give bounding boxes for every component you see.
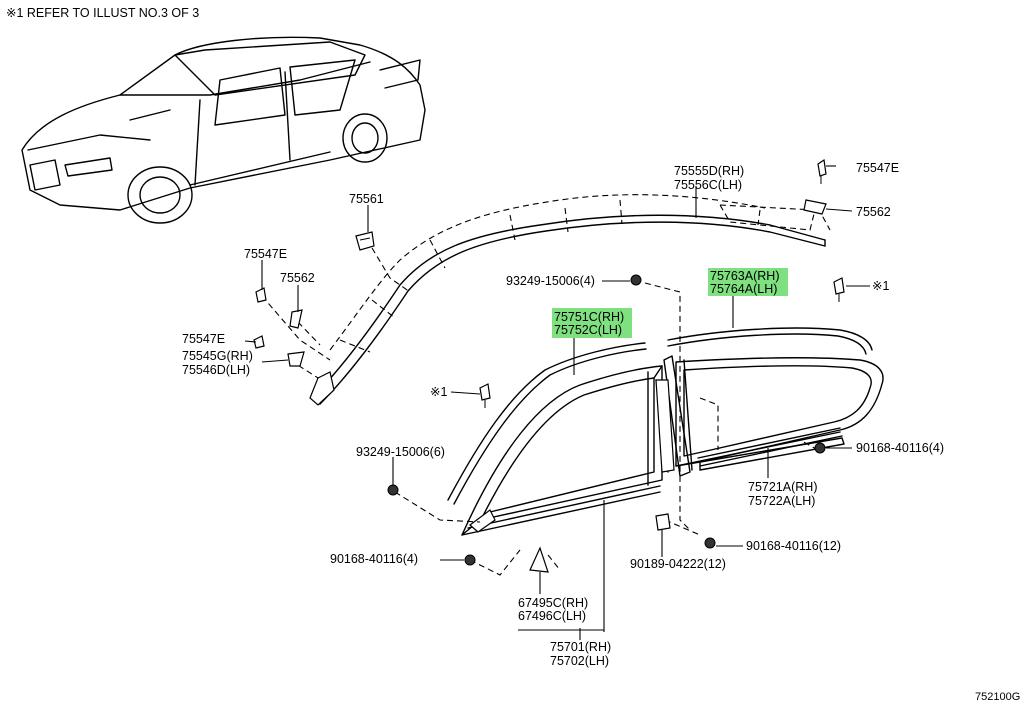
clip-75547e-left bbox=[255, 287, 267, 303]
front-door-frame-molding bbox=[447, 342, 647, 505]
screw-93249-left bbox=[387, 484, 399, 496]
label-ref1-left: ※1 bbox=[430, 385, 447, 399]
clip-ref1-right bbox=[833, 277, 845, 295]
rear-door-window-frame bbox=[663, 355, 884, 477]
clip-75562-left bbox=[289, 309, 303, 329]
clip-75545g bbox=[287, 351, 305, 367]
label-90189[interactable]: 90189-04222(12) bbox=[630, 557, 726, 571]
label-67496c[interactable]: 67496C(LH) bbox=[518, 609, 586, 623]
rear-door-upper-molding bbox=[667, 327, 873, 355]
assembly-dashed-lines bbox=[261, 207, 831, 576]
label-75556c[interactable]: 75556C(LH) bbox=[674, 178, 742, 192]
label-75701[interactable]: 75701(RH) bbox=[550, 640, 611, 654]
clip-ref1-left bbox=[479, 383, 491, 401]
label-75561[interactable]: 75561 bbox=[349, 192, 384, 206]
label-ref1-right: ※1 bbox=[872, 279, 889, 293]
label-75764a[interactable]: 75764A(LH) bbox=[710, 282, 777, 296]
screw-90168-right bbox=[814, 442, 826, 454]
label-67495c[interactable]: 67495C(RH) bbox=[518, 596, 588, 610]
nut-90189 bbox=[655, 513, 671, 531]
label-93249-4[interactable]: 93249-15006(4) bbox=[506, 274, 595, 288]
label-75547e-mid[interactable]: 75547E bbox=[182, 332, 225, 346]
label-75751c[interactable]: 75751C(RH) bbox=[554, 310, 624, 324]
front-door-window-frame bbox=[461, 365, 669, 536]
label-75547e-left[interactable]: 75547E bbox=[244, 247, 287, 261]
rear-door-belt-molding bbox=[697, 427, 843, 467]
highlight-75751c bbox=[552, 308, 632, 338]
screw-90168-center bbox=[704, 537, 716, 549]
screw-90168-left bbox=[464, 554, 476, 566]
label-90168-4-left[interactable]: 90168-40116(4) bbox=[330, 552, 418, 566]
label-90168-4-right[interactable]: 90168-40116(4) bbox=[856, 441, 944, 455]
roof-drip-molding bbox=[311, 194, 826, 405]
clip-75547e-mid bbox=[253, 335, 265, 349]
label-75763a[interactable]: 75763A(RH) bbox=[710, 269, 779, 283]
screw-93249-top bbox=[630, 274, 642, 286]
fasteners bbox=[253, 158, 845, 573]
clip-75561 bbox=[355, 231, 375, 251]
label-75562-top[interactable]: 75562 bbox=[856, 205, 891, 219]
leader-lines bbox=[244, 165, 870, 640]
car-illustration bbox=[21, 36, 426, 224]
label-75702[interactable]: 75702(LH) bbox=[550, 654, 609, 668]
figure-code: 752100G bbox=[975, 691, 1020, 703]
clip-75547e-top bbox=[817, 158, 827, 177]
label-75555d[interactable]: 75555D(RH) bbox=[674, 164, 744, 178]
label-75547e-top[interactable]: 75547E bbox=[856, 161, 899, 175]
label-75722a[interactable]: 75722A(LH) bbox=[748, 494, 815, 508]
label-75545g[interactable]: 75545G(RH) bbox=[182, 349, 253, 363]
label-75562-left[interactable]: 75562 bbox=[280, 271, 315, 285]
label-93249-6[interactable]: 93249-15006(6) bbox=[356, 445, 445, 459]
callout-labels: 75555D(RH) 75556C(LH) 75547E 75562 75561… bbox=[182, 161, 944, 668]
label-75752c[interactable]: 75752C(LH) bbox=[554, 323, 622, 337]
label-75721a[interactable]: 75721A(RH) bbox=[748, 480, 817, 494]
label-75546d[interactable]: 75546D(LH) bbox=[182, 363, 250, 377]
clip-75562-top bbox=[803, 199, 827, 215]
label-90168-12[interactable]: 90168-40116(12) bbox=[746, 539, 841, 553]
front-end-cap bbox=[309, 371, 335, 406]
highlight-75763a bbox=[708, 268, 788, 296]
header-note: ※1 REFER TO ILLUST NO.3 OF 3 bbox=[6, 6, 199, 20]
corner-piece-67495c bbox=[529, 546, 549, 573]
center-pillar-garnish bbox=[655, 379, 675, 473]
